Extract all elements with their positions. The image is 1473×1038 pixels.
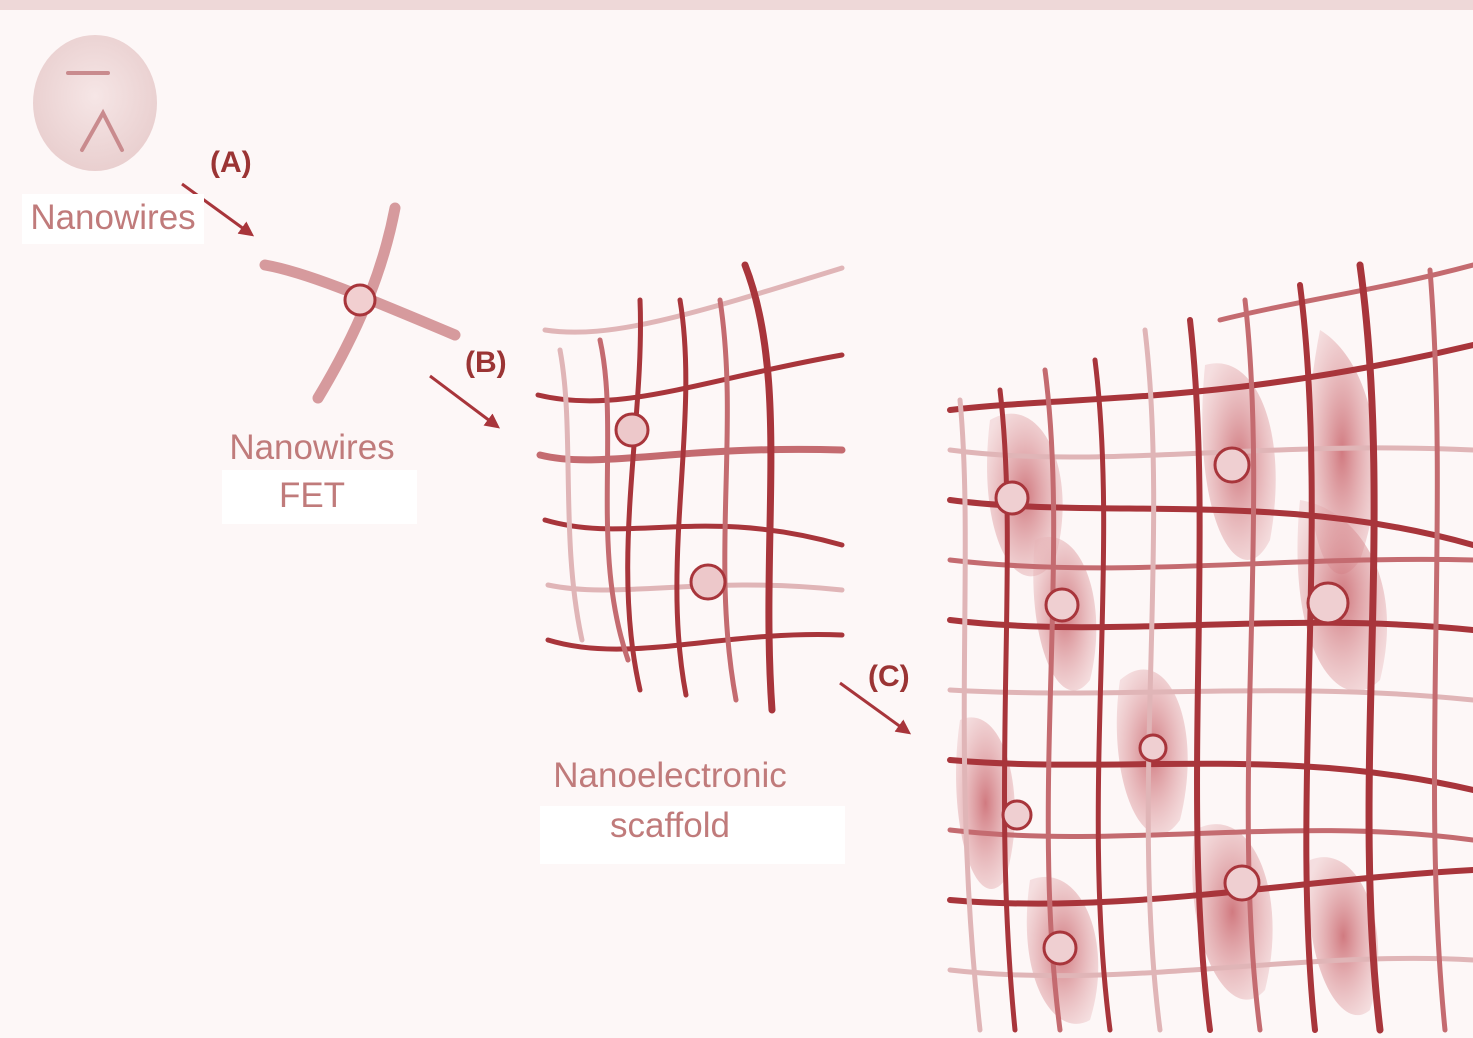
nanowires-label: Nanowires — [22, 194, 204, 242]
scaffold-label-line1: Nanoelectronic — [530, 752, 810, 800]
arrow-b — [430, 376, 494, 424]
cell-embedded-scaffold — [950, 265, 1473, 1030]
step-label-b: (B) — [465, 346, 507, 380]
nanoelectronic-scaffold-mesh — [538, 265, 842, 710]
fet-label-line2: FET — [212, 472, 412, 520]
step-label-a: (A) — [210, 146, 252, 180]
nanowire-fet-device — [265, 208, 455, 398]
step-label-c: (C) — [868, 660, 910, 694]
fet-label-line1: Nanowires — [212, 424, 412, 472]
cells — [956, 330, 1387, 1024]
nanowire-vial — [33, 35, 157, 171]
scaffold-label-line2: scaffold — [530, 802, 810, 850]
